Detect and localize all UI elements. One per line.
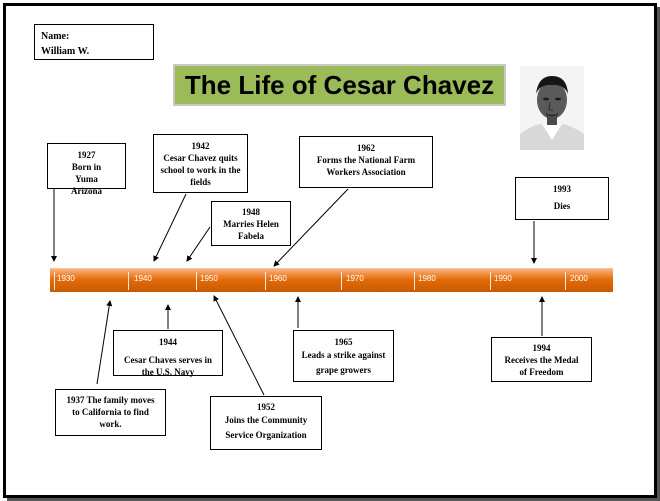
event-1942: 1942 Cesar Chavez quits school to work i… xyxy=(153,134,248,193)
event-1927: 1927 Born in Yuma Arizona xyxy=(47,143,126,196)
timeline-tick-label: 1970 xyxy=(346,274,364,283)
portrait-photo-icon xyxy=(520,66,584,150)
timeline-bar: 1930 1940 1950 1960 1970 1980 1990 2000 xyxy=(50,268,613,292)
timeline-tick xyxy=(128,272,129,290)
event-1948: 1948 Marries Helen Fabela xyxy=(211,201,291,246)
arrow-1948 xyxy=(186,226,211,262)
event-text: Forms the National Farm Workers Associat… xyxy=(316,155,416,178)
event-year: 1993 xyxy=(553,184,571,194)
event-year: 1948 xyxy=(242,207,260,217)
timeline-tick xyxy=(54,272,55,290)
event-year: 1994 xyxy=(532,343,551,353)
arrow-1962 xyxy=(273,188,349,267)
event-text: Joins the Community Service Organization xyxy=(224,415,308,440)
event-year: 1927 xyxy=(77,150,96,160)
event-year: 1942 xyxy=(191,141,210,151)
timeline-tick xyxy=(490,272,491,290)
arrow-1937 xyxy=(96,300,113,385)
event-text: Leads a strike against grape growers xyxy=(301,350,386,375)
event-text: Receives the Medal of Freedom xyxy=(504,355,579,378)
arrow-1942 xyxy=(153,193,187,262)
title-banner: The Life of Cesar Chavez xyxy=(173,64,506,106)
timeline-tick-label: 1940 xyxy=(134,274,152,283)
name-label: Name: xyxy=(41,31,70,42)
timeline-tick xyxy=(414,272,415,290)
event-year: 1952 xyxy=(257,402,275,412)
event-1994: 1994 Receives the Medal of Freedom xyxy=(491,337,592,382)
timeline-tick-label: 2000 xyxy=(570,274,588,283)
timeline-tick-label: 1960 xyxy=(269,274,287,283)
event-year: 1937 xyxy=(66,395,85,405)
timeline-tick-label: 1950 xyxy=(200,274,218,283)
timeline-tick-label: 1980 xyxy=(418,274,436,283)
event-year: 1965 xyxy=(334,337,353,347)
event-text: Cesar Chaves serves in the U.S. Navy xyxy=(123,355,213,378)
timeline-tick xyxy=(565,272,566,290)
event-text: Born in Yuma Arizona xyxy=(71,162,102,197)
page-title: The Life of Cesar Chavez xyxy=(184,69,495,100)
event-1944: 1944 Cesar Chaves serves in the U.S. Nav… xyxy=(113,330,223,378)
event-1965: 1965 Leads a strike against grape grower… xyxy=(293,330,394,382)
event-text: Marries Helen Fabela xyxy=(223,219,279,242)
event-year: 1962 xyxy=(357,143,375,153)
event-text: Dies xyxy=(553,201,571,212)
arrow-1952 xyxy=(213,295,265,396)
event-1993: 1993 Dies xyxy=(515,177,609,220)
timeline-tick xyxy=(265,272,266,290)
timeline-tick xyxy=(196,272,197,290)
name-value: William W. xyxy=(41,46,90,57)
event-1962: 1962 Forms the National Farm Workers Ass… xyxy=(299,136,433,188)
event-1952: 1952 Joins the Community Service Organiz… xyxy=(210,396,322,450)
event-year: 1944 xyxy=(159,337,177,347)
timeline-tick-label: 1990 xyxy=(494,274,512,283)
event-1937: 1937 The family moves to California to f… xyxy=(55,389,166,436)
timeline-tick xyxy=(341,272,342,290)
event-text: The family moves to California to find w… xyxy=(72,395,155,430)
name-box: Name: William W. xyxy=(34,24,154,60)
event-text: Cesar Chavez quits school to work in the… xyxy=(160,153,241,188)
timeline-tick-label: 1930 xyxy=(57,274,75,283)
